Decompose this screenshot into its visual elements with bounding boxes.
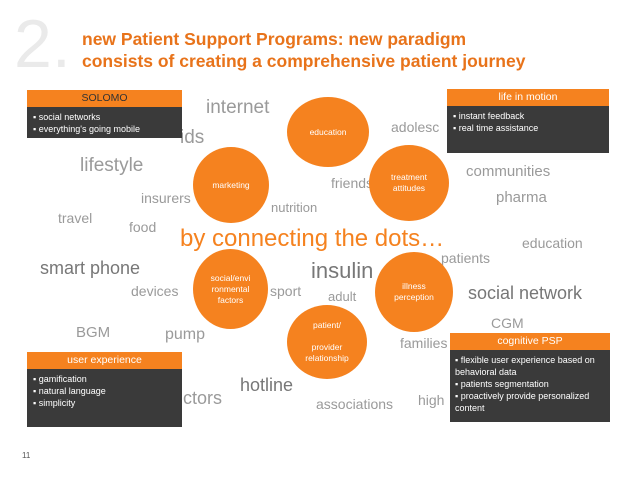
word-adolescents: adolesc (391, 119, 440, 135)
list-item: proactively provide personalized content (455, 390, 605, 414)
word-patients: patients (441, 250, 491, 266)
word-communities: communities (466, 163, 551, 180)
word-associations: associations (316, 396, 394, 412)
word-bgm: BGM (76, 324, 111, 341)
callout-user-experience: user experience gamification natural lan… (27, 352, 182, 427)
callout-life-in-motion: life in motion instant feedback real tim… (447, 89, 609, 153)
word-food: food (129, 219, 157, 235)
word-adult: adult (328, 289, 357, 304)
circle-marketing-label: marketing (212, 179, 250, 190)
list-item: patients segmentation (455, 378, 605, 390)
tagline: by connecting the dots… (180, 225, 445, 252)
word-nutrition: nutrition (271, 200, 318, 215)
word-families: families (400, 335, 448, 351)
list-item: simplicity (33, 397, 176, 409)
word-smart-phone: smart phone (40, 258, 141, 278)
callout-solomo-title: SOLOMO (27, 90, 182, 107)
circle-education: education (287, 97, 369, 167)
slide-title-line2: consists of creating a comprehensive pat… (82, 51, 526, 71)
word-insurers: insurers (141, 190, 191, 206)
word-high: high (418, 392, 445, 408)
slide-title: new Patient Support Programs: new paradi… (82, 28, 622, 72)
word-hotline: hotline (240, 375, 294, 395)
word-cgm: CGM (491, 315, 524, 331)
callout-life-in-motion-title: life in motion (447, 89, 609, 106)
circle-patient-provider: patient/ provider relationship (287, 305, 367, 379)
word-devices: devices (131, 283, 179, 299)
circle-treatment-attitudes: treatment attitudes (369, 145, 449, 221)
word-pharma: pharma (496, 189, 547, 206)
callout-cognitive-psp: cognitive PSP flexible user experience b… (450, 333, 610, 422)
list-item: flexible user experience based on behavi… (455, 354, 605, 378)
list-item: everything's going mobile (33, 123, 176, 135)
list-item: gamification (33, 373, 176, 385)
word-education: education (522, 235, 583, 251)
word-doctors: ctors (183, 388, 223, 408)
callout-solomo: SOLOMO social networks everything's goin… (27, 90, 182, 138)
word-pump: pump (165, 326, 206, 343)
page-number: 11 (22, 451, 31, 460)
word-sport: sport (270, 283, 302, 299)
section-number: 2. (14, 6, 71, 82)
circle-social-label: social/envi ronmental factors (210, 272, 251, 305)
word-social-network: social network (468, 283, 583, 303)
list-item: social networks (33, 111, 176, 123)
list-item: natural language (33, 385, 176, 397)
circle-illness-label: illness perception (394, 281, 434, 302)
callout-cognitive-psp-body: flexible user experience based on behavi… (450, 350, 610, 422)
callout-solomo-body: social networks everything's going mobil… (27, 107, 182, 138)
callout-user-experience-title: user experience (27, 352, 182, 369)
word-kids: ids (180, 127, 205, 148)
callout-user-experience-body: gamification natural language simplicity (27, 369, 182, 427)
circle-marketing: marketing (193, 147, 269, 223)
slide-title-line1: new Patient Support Programs: new paradi… (82, 29, 467, 49)
word-friends: friends (331, 175, 374, 191)
word-insulin: insulin (311, 258, 374, 283)
circle-treatment-label: treatment attitudes (391, 172, 427, 193)
list-item: instant feedback (453, 110, 603, 122)
callout-cognitive-psp-title: cognitive PSP (450, 333, 610, 350)
circle-illness-perception: illness perception (375, 252, 453, 332)
circle-patient-label: patient/ provider relationship (305, 320, 349, 363)
circle-social-environmental: social/envi ronmental factors (193, 249, 268, 329)
word-internet: internet (206, 97, 270, 118)
word-lifestyle: lifestyle (80, 155, 144, 176)
circle-education-label: education (309, 126, 347, 137)
list-item: real time assistance (453, 122, 603, 134)
word-travel: travel (58, 210, 93, 226)
callout-life-in-motion-body: instant feedback real time assistance (447, 106, 609, 153)
